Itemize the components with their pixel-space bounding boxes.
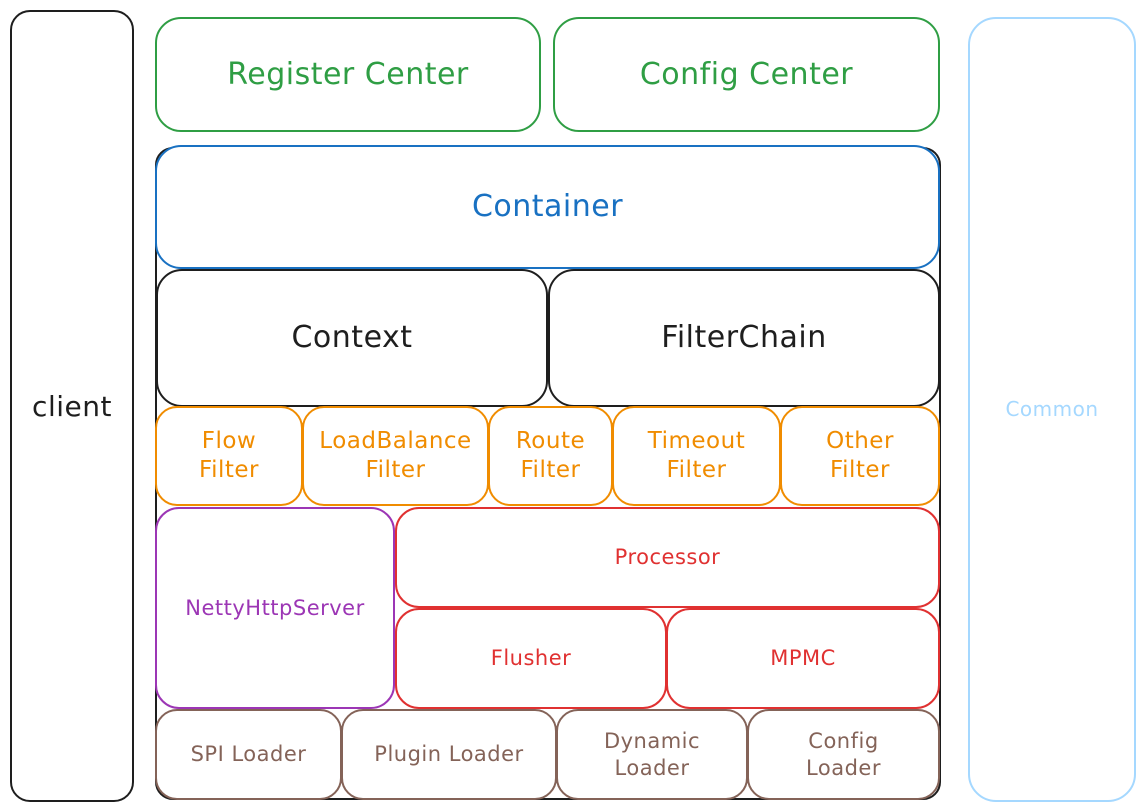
filter-timeout-label: Timeout Filter: [647, 428, 746, 483]
filter-loadbalance: LoadBalance Filter: [302, 406, 489, 506]
mpmc-block: MPMC: [666, 608, 940, 709]
common-label: Common: [1005, 397, 1099, 421]
processor-label: Processor: [614, 545, 721, 570]
loader-dynamic: Dynamic Loader: [556, 709, 748, 800]
client-label: client: [32, 389, 112, 423]
filter-other-label: Other Filter: [826, 428, 894, 483]
filter-route: Route Filter: [488, 406, 613, 506]
netty-http-server-label: NettyHttpServer: [185, 595, 365, 620]
container-block: Container: [155, 145, 940, 269]
filter-other: Other Filter: [780, 406, 940, 506]
loader-spi-label: SPI Loader: [190, 742, 307, 767]
register-center-label: Register Center: [227, 56, 469, 92]
common-block: Common: [968, 17, 1136, 802]
flusher-label: Flusher: [490, 646, 572, 671]
loader-plugin: Plugin Loader: [341, 709, 557, 800]
register-center-block: Register Center: [155, 17, 541, 132]
loader-config: Config Loader: [747, 709, 940, 800]
container-label: Container: [471, 189, 624, 225]
filter-timeout: Timeout Filter: [612, 406, 781, 506]
context-label: Context: [291, 320, 413, 356]
loader-dynamic-label: Dynamic Loader: [603, 729, 701, 780]
netty-http-server-block: NettyHttpServer: [155, 507, 395, 709]
loader-plugin-label: Plugin Loader: [374, 742, 524, 767]
loader-spi: SPI Loader: [155, 709, 342, 800]
context-block: Context: [156, 269, 548, 407]
filterchain-block: FilterChain: [548, 269, 940, 407]
config-center-label: Config Center: [639, 56, 854, 92]
flusher-block: Flusher: [395, 608, 667, 709]
filter-flow-label: Flow Filter: [199, 428, 259, 483]
config-center-block: Config Center: [553, 17, 940, 132]
loader-config-label: Config Loader: [806, 729, 881, 780]
processor-block: Processor: [395, 507, 940, 608]
filter-flow: Flow Filter: [155, 406, 303, 506]
filter-loadbalance-label: LoadBalance Filter: [319, 428, 472, 483]
mpmc-label: MPMC: [770, 646, 836, 671]
filterchain-label: FilterChain: [661, 320, 827, 356]
client-block: client: [10, 10, 134, 802]
filter-route-label: Route Filter: [515, 428, 586, 483]
